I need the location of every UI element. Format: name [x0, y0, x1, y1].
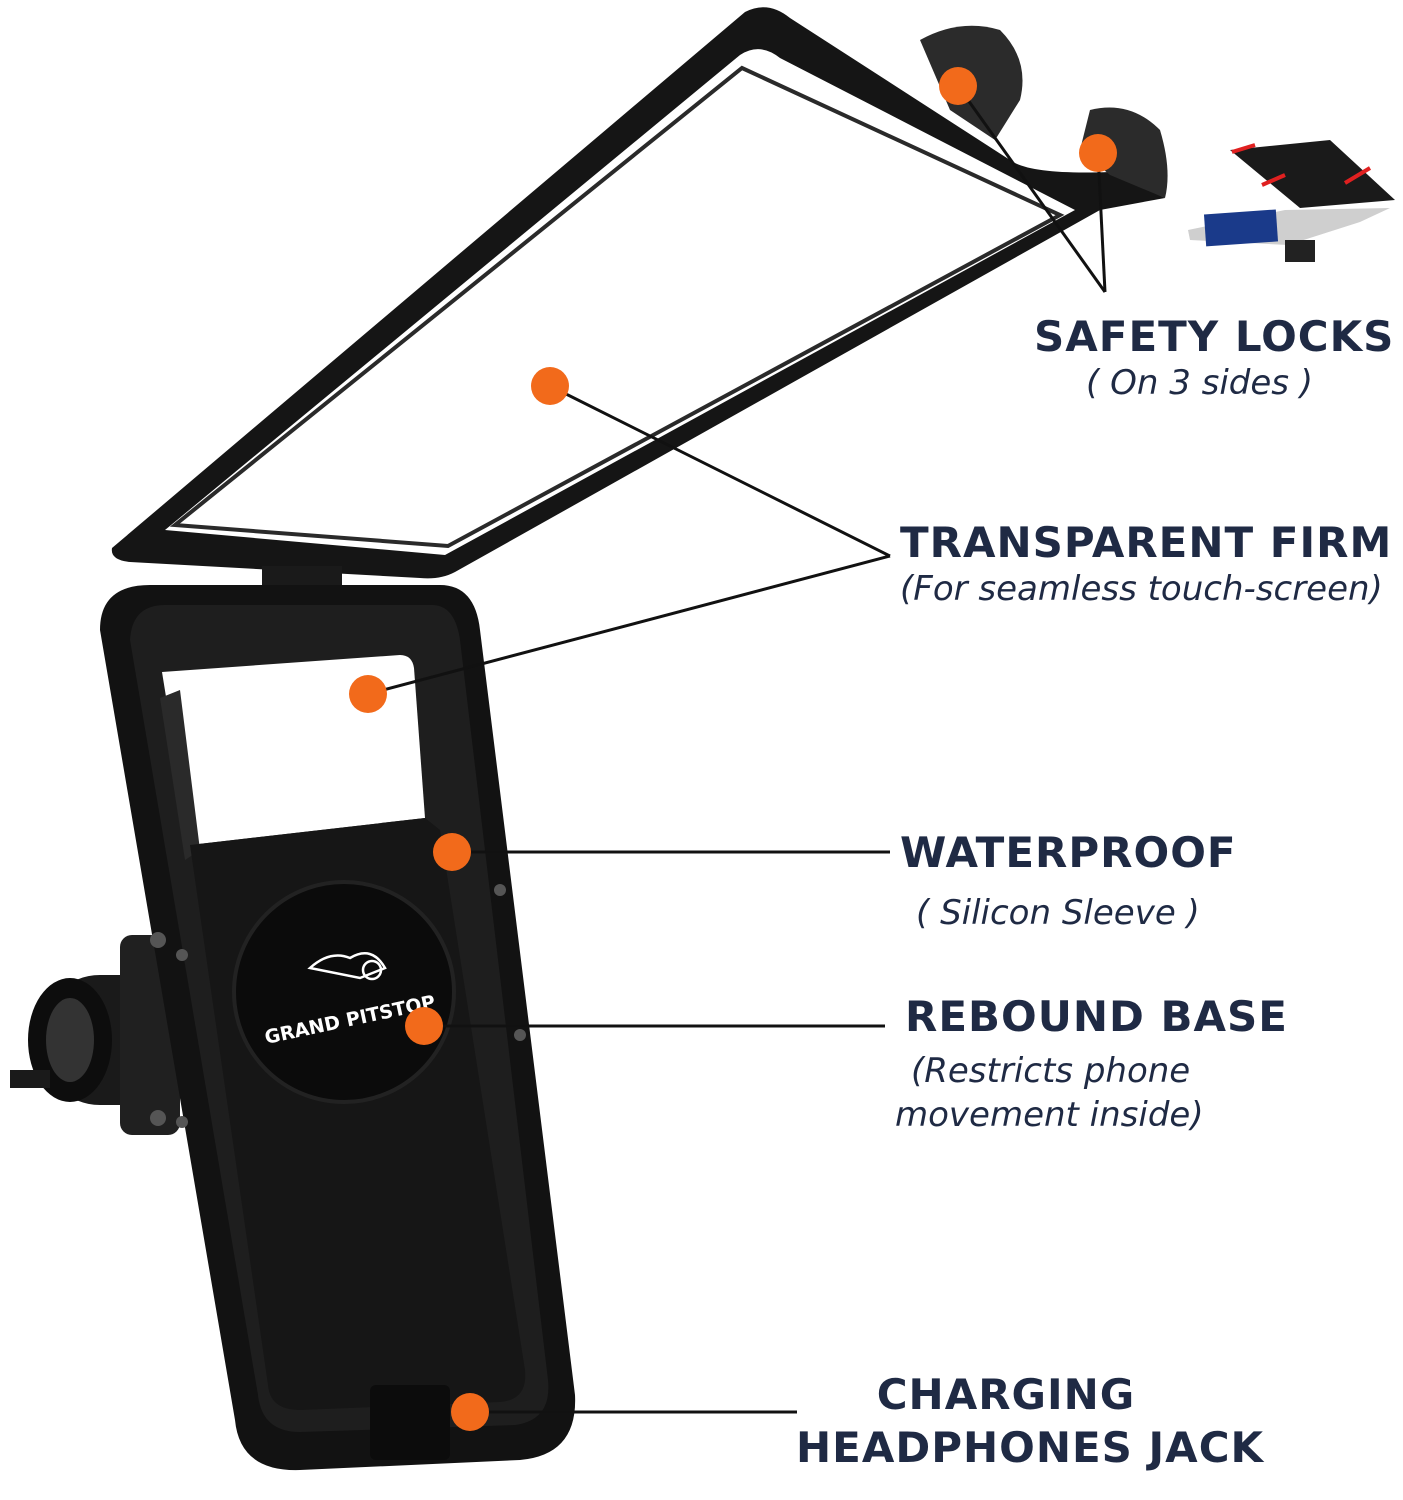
callout-title: WATERPROOF — [900, 828, 1237, 877]
callout-charging: CHARGING HEADPHONES JACK — [796, 1370, 1296, 1472]
case-lid — [111, 7, 1168, 579]
marker-safety-lock-1 — [939, 67, 977, 105]
callout-rebound-base: REBOUND BASE (Restricts phone movement i… — [895, 992, 1305, 1135]
marker-charging-jack — [451, 1393, 489, 1431]
callout-title-line-1: CHARGING — [876, 1370, 1136, 1419]
callout-subtitle: ( On 3 sides ) — [1086, 363, 1314, 403]
callout-subtitle: (For seamless touch-screen) — [900, 569, 1383, 609]
callout-title-line-2: HEADPHONES JACK — [796, 1423, 1265, 1472]
leader-lines — [367, 85, 1107, 1414]
callout-title: TRANSPARENT FIRM — [900, 518, 1393, 567]
orange-markers — [349, 67, 1117, 1431]
callout-transparent-firm: TRANSPARENT FIRM (For seamless touch-scr… — [900, 518, 1395, 609]
marker-camera-window — [349, 675, 387, 713]
callout-subtitle: ( Silicon Sleeve ) — [916, 893, 1200, 933]
callout-safety-locks: SAFETY LOCKS ( On 3 sides ) — [1034, 312, 1395, 403]
marker-safety-lock-2 — [1079, 134, 1117, 172]
callout-subtitle-line-2: movement inside) — [895, 1095, 1204, 1135]
callout-title: SAFETY LOCKS — [1034, 312, 1395, 361]
inset-thumbnail — [1188, 140, 1395, 262]
callout-waterproof: WATERPROOF ( Silicon Sleeve ) — [900, 828, 1260, 933]
callout-title: REBOUND BASE — [905, 992, 1288, 1041]
handlebar-clamp — [10, 935, 180, 1135]
brand-logo: GRAND PITSTOP — [232, 880, 456, 1104]
hinge — [262, 566, 342, 588]
callout-subtitle-line-1: (Restricts phone — [911, 1051, 1191, 1091]
marker-rebound-base — [405, 1007, 443, 1045]
marker-transparent-firm — [531, 367, 569, 405]
marker-waterproof — [433, 833, 471, 871]
